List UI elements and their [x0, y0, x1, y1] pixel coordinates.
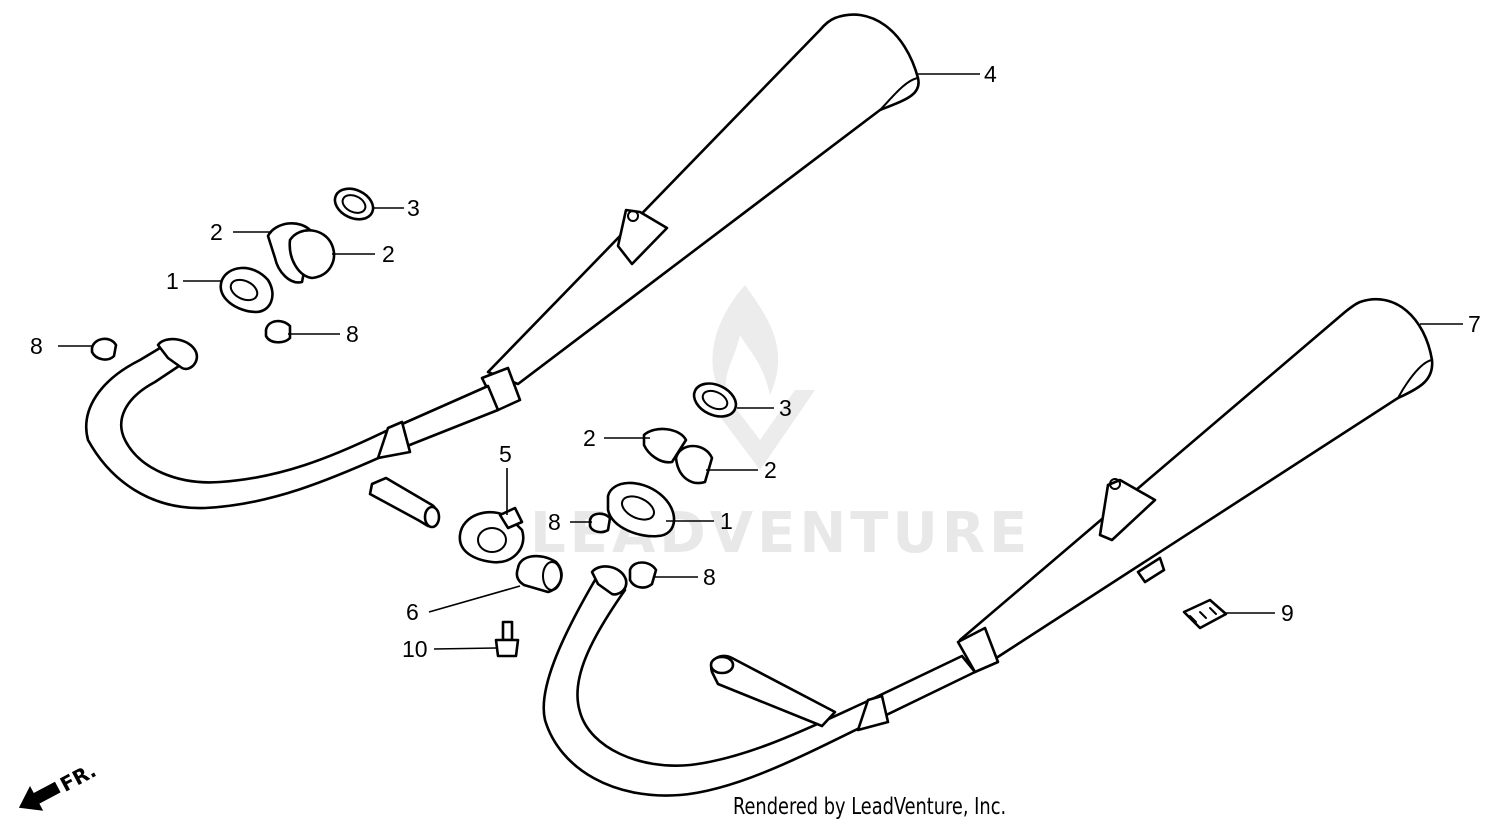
clip-nut-9 — [1182, 598, 1228, 630]
left-flange-nut-8 — [264, 319, 292, 344]
left-ring-gasket-3 — [333, 187, 375, 221]
callout-1-right: 1 — [720, 508, 733, 534]
callout-8-left: 8 — [346, 321, 359, 347]
right-muffler-bracket — [1098, 478, 1157, 542]
left-muffler-bracket — [616, 208, 669, 266]
callout-8-bottom: 8 — [703, 564, 716, 590]
callout-6: 6 — [406, 599, 419, 625]
callout-10: 10 — [402, 636, 428, 662]
left-muffler-body — [486, 13, 920, 386]
callout-8-far-left: 8 — [30, 333, 43, 359]
right-exhaust-flange-1 — [606, 481, 676, 538]
callout-2-right-a: 2 — [583, 425, 596, 451]
leader-lines — [58, 73, 1463, 650]
right-ring-gasket-3 — [692, 382, 738, 418]
callout-labels: 4 3 2 2 1 8 8 5 6 10 8 8 3 2 2 1 7 9 — [30, 61, 1481, 662]
callout-3-left: 3 — [407, 195, 420, 221]
callout-7: 7 — [1468, 311, 1481, 337]
render-credit: Rendered by LeadVenture, Inc. — [733, 794, 1007, 820]
exhaust-clamp-5 — [458, 506, 525, 564]
callout-5: 5 — [499, 441, 512, 467]
right-split-collar-2 — [642, 427, 714, 485]
front-arrow-icon — [18, 781, 61, 811]
front-label: FR. — [56, 758, 100, 797]
left-exhaust-flange-1 — [219, 266, 274, 314]
bottom-cap-nut-8 — [628, 561, 658, 589]
left-split-collar-2 — [266, 222, 336, 284]
callout-2-left-a: 2 — [210, 219, 223, 245]
exhaust-sleeve-6 — [515, 554, 563, 594]
left-muffler-assembly — [85, 13, 920, 529]
watermark-text: LEADVENTURE — [530, 501, 1031, 566]
far-left-cap-nut-8 — [90, 337, 118, 361]
callout-9: 9 — [1281, 600, 1294, 626]
right-muffler-assembly — [542, 297, 1434, 797]
right-muffler-body — [958, 297, 1434, 664]
callout-4: 4 — [984, 61, 997, 87]
front-direction-indicator: FR. — [18, 758, 100, 811]
left-head-pipe — [85, 346, 500, 510]
callout-8-mid: 8 — [548, 509, 561, 535]
right-small-nut-8 — [588, 512, 612, 534]
callout-3-right: 3 — [779, 395, 792, 421]
flange-bolt-10 — [494, 620, 520, 658]
callout-2-left-b: 2 — [382, 241, 395, 267]
callout-2-right-b: 2 — [764, 457, 777, 483]
callout-1-left: 1 — [166, 268, 179, 294]
